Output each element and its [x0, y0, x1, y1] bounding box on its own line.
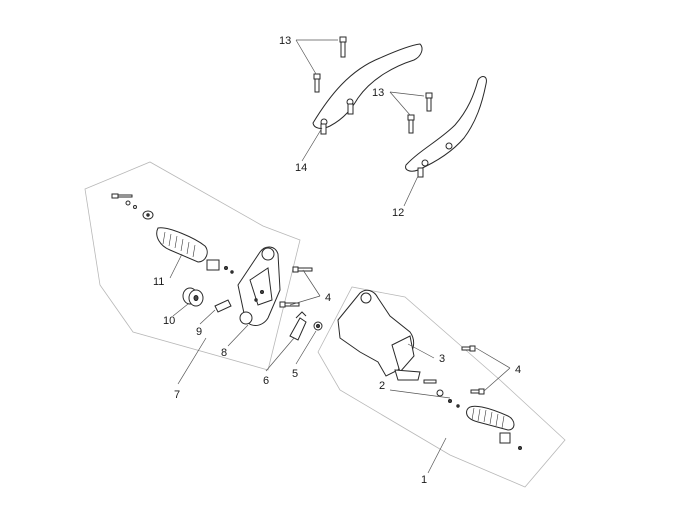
left-spacer	[214, 299, 232, 313]
bolt-4-right-upper	[461, 345, 476, 352]
callout-7: 7	[174, 389, 180, 401]
callout-9: 9	[196, 326, 202, 338]
screw-13a-2	[313, 73, 321, 93]
callout-6: 6	[263, 375, 269, 387]
callout-8: 8	[221, 347, 227, 359]
left-footrest-hanger	[237, 246, 281, 326]
callout-13-upper: 13	[279, 35, 291, 47]
left-rider-footpeg	[156, 227, 234, 274]
passenger-grab-handle-right	[405, 76, 487, 178]
callout-2: 2	[379, 380, 385, 392]
callout-11: 11	[153, 276, 164, 288]
bolt-4-left-upper	[292, 266, 313, 273]
screw-13a-1	[339, 36, 347, 58]
callout-5: 5	[292, 368, 298, 380]
right-rider-footpeg	[466, 405, 522, 450]
screw-13b-2	[407, 114, 415, 134]
bolt-4-left-lower	[279, 301, 300, 308]
callout-14: 14	[295, 162, 307, 174]
callout-1: 1	[421, 474, 427, 486]
screw-13b-1	[425, 92, 433, 112]
left-bushing	[182, 287, 204, 307]
callout-4-right: 4	[515, 364, 521, 376]
callout-4-left: 4	[325, 292, 331, 304]
nut-5	[313, 321, 323, 331]
callout-12: 12	[392, 207, 404, 219]
callout-3: 3	[439, 353, 445, 365]
callout-13-right: 13	[372, 87, 384, 99]
right-footrest-hanger	[337, 289, 421, 381]
left-washer	[142, 210, 154, 220]
brake-spring-bracket	[289, 311, 307, 341]
leader-lines	[169, 39, 511, 474]
passenger-grab-handle-upper	[312, 43, 423, 135]
right-pin	[423, 379, 460, 408]
callout-10: 10	[163, 315, 175, 327]
bolt-4-right-lower	[470, 388, 485, 395]
left-footpeg-pin	[111, 193, 137, 209]
